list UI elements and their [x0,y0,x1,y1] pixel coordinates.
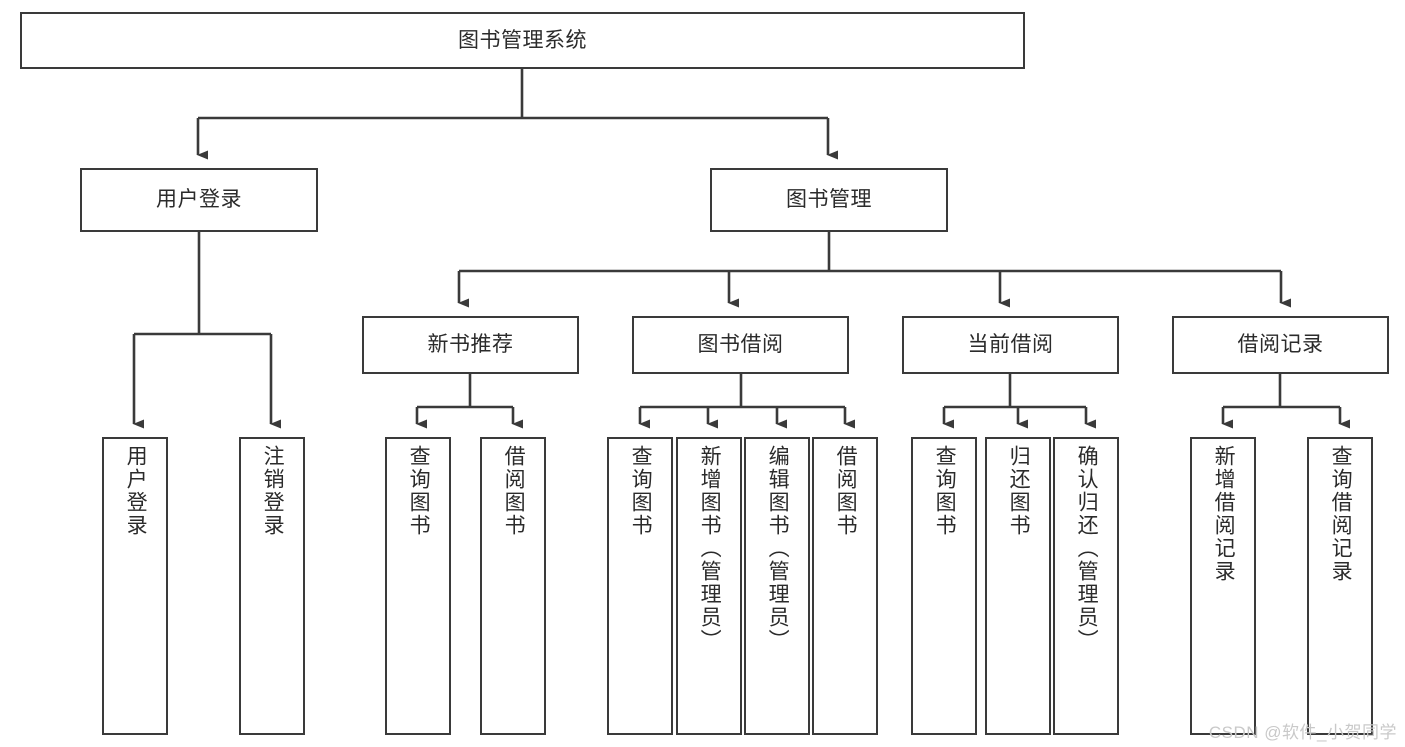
node-leaf-logout-login[interactable]: 注销登录 [239,437,305,735]
node-new-book-recommend-label: 新书推荐 [427,333,514,357]
node-leaf-query-book-borrow-label: 查询图书 [629,445,653,537]
node-leaf-confirm-return-admin[interactable]: 确认归还（管理员） [1053,437,1119,735]
node-root-system-label: 图书管理系统 [458,28,587,52]
node-leaf-query-book-current-label: 查询图书 [933,445,957,537]
node-book-management[interactable]: 图书管理 [710,168,948,232]
node-leaf-query-book-recommend[interactable]: 查询图书 [385,437,451,735]
node-leaf-borrow-book-label: 借阅图书 [834,445,858,537]
node-leaf-query-book-current[interactable]: 查询图书 [911,437,977,735]
node-user-login[interactable]: 用户登录 [80,168,318,232]
node-book-management-label: 图书管理 [786,188,872,212]
node-leaf-return-book-label: 归还图书 [1007,445,1031,537]
node-new-book-recommend[interactable]: 新书推荐 [362,316,579,374]
node-leaf-query-borrow-record[interactable]: 查询借阅记录 [1307,437,1373,735]
node-leaf-add-book-admin[interactable]: 新增图书（管理员） [676,437,742,735]
node-leaf-add-book-admin-label: 新增图书（管理员） [698,445,722,652]
node-borrow-records-label: 借阅记录 [1237,333,1324,357]
node-leaf-return-book[interactable]: 归还图书 [985,437,1051,735]
node-leaf-query-borrow-record-label: 查询借阅记录 [1329,445,1353,583]
node-leaf-borrow-book-recommend[interactable]: 借阅图书 [480,437,546,735]
node-leaf-query-book-borrow[interactable]: 查询图书 [607,437,673,735]
node-borrow-records[interactable]: 借阅记录 [1172,316,1389,374]
node-current-borrow[interactable]: 当前借阅 [902,316,1119,374]
node-leaf-user-login[interactable]: 用户登录 [102,437,168,735]
node-current-borrow-label: 当前借阅 [967,333,1054,357]
node-book-borrow[interactable]: 图书借阅 [632,316,849,374]
node-leaf-add-borrow-record-label: 新增借阅记录 [1212,445,1236,583]
node-leaf-borrow-book-recommend-label: 借阅图书 [502,445,526,537]
node-root-system[interactable]: 图书管理系统 [20,12,1025,69]
node-leaf-borrow-book[interactable]: 借阅图书 [812,437,878,735]
node-user-login-label: 用户登录 [156,188,242,212]
node-leaf-user-login-label: 用户登录 [124,445,148,537]
node-leaf-edit-book-admin-label: 编辑图书（管理员） [766,445,790,652]
node-leaf-edit-book-admin[interactable]: 编辑图书（管理员） [744,437,810,735]
node-leaf-confirm-return-admin-label: 确认归还（管理员） [1075,445,1099,652]
node-leaf-logout-login-label: 注销登录 [261,445,285,537]
node-leaf-query-book-recommend-label: 查询图书 [407,445,431,537]
node-book-borrow-label: 图书借阅 [697,333,784,357]
node-leaf-add-borrow-record[interactable]: 新增借阅记录 [1190,437,1256,735]
